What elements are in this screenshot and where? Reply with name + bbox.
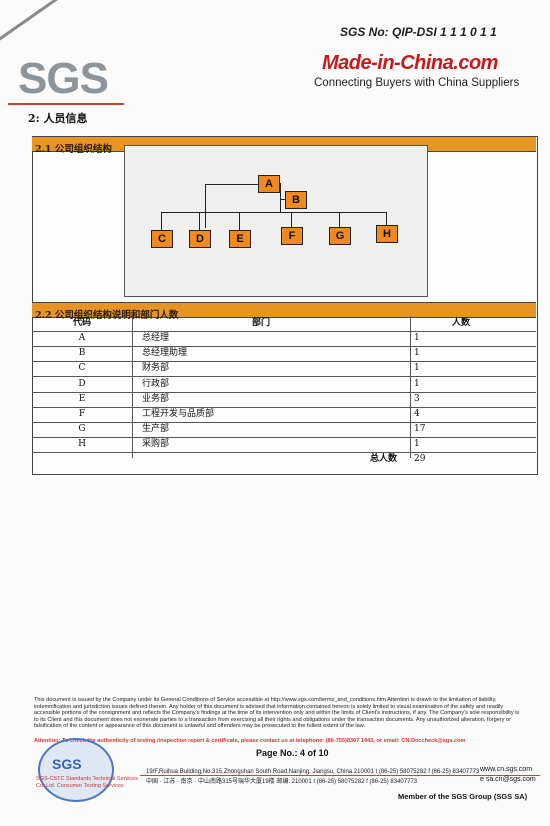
row-code: H [78, 439, 86, 450]
sgs-logo: SGS [18, 54, 109, 103]
table-row: E 业务部 3 [32, 392, 536, 408]
website-link[interactable]: www.cn.sgs.com [480, 766, 533, 773]
org-node-f: F [281, 227, 303, 245]
org-line [239, 212, 240, 232]
row-code: G [78, 424, 86, 435]
footer-attention: Attention: To check the authenticity of … [34, 738, 466, 744]
table-header-row: 代码 部门 人数 [32, 316, 536, 332]
subsection-title-table: 2.2 公司组织结构说明和部门人数 [35, 310, 179, 321]
table-row: H 采购部 1 [32, 437, 536, 454]
row-department: 工程开发与品质部 [142, 409, 215, 419]
subsection-title-org: 2.1 公司组织结构 [35, 144, 112, 155]
table-row: C 财务部 1 [32, 361, 536, 378]
page-number: Page No.: 4 of 10 [256, 748, 329, 758]
address-english: 19/F,Ruihua Building,No.315,Zhongshan So… [146, 769, 480, 775]
org-line [291, 212, 292, 232]
org-node-d: D [189, 230, 211, 248]
org-line [339, 212, 340, 232]
member-statement: Member of the SGS Group (SGS SA) [398, 792, 528, 801]
stamp-logo: SGS [52, 756, 82, 772]
row-headcount: 1 [414, 363, 420, 374]
row-code: A [78, 333, 86, 343]
made-in-china-logo: Made-in-China.com [322, 52, 498, 74]
org-chart: A B C D E F G H [124, 145, 428, 297]
row-department: 行政部 [142, 378, 170, 389]
row-code: B [78, 348, 86, 359]
sgs-stamp [38, 738, 114, 802]
made-in-china-tagline: Connecting Buyers with China Suppliers [314, 77, 520, 89]
row-code: C [78, 363, 86, 374]
org-node-b: B [285, 191, 307, 209]
row-department: 生产部 [142, 424, 170, 435]
corner-stripe [0, 0, 68, 48]
total-row: 总人数 29 [32, 452, 536, 467]
row-headcount: 1 [414, 378, 420, 389]
row-headcount: 3 [414, 393, 420, 404]
row-department: 业务部 [142, 393, 170, 404]
row-code: D [78, 378, 86, 389]
org-line [386, 212, 387, 232]
org-line [205, 184, 206, 228]
header-num: 人数 [452, 318, 471, 328]
footer-address: 19/F,Ruihua Building,No.315,Zhongshan So… [146, 767, 479, 787]
address-chinese: 中国 · 江苏 · 南京 · 中山南路315号瑞华大厦19楼 邮编: 21000… [146, 779, 418, 785]
row-headcount: 1 [414, 439, 420, 450]
table-row: D 行政部 1 [32, 377, 536, 393]
logo-underline [8, 103, 124, 105]
email-link[interactable]: e sa.cn@sgs.com [480, 776, 536, 783]
org-line [161, 212, 162, 232]
subsection-header-table: 2.2 公司组织结构说明和部门人数 [32, 302, 536, 321]
row-headcount: 17 [414, 424, 426, 435]
footer-disclaimer: This document is issued by the Company u… [34, 697, 520, 730]
total-value: 29 [414, 454, 426, 464]
footer-contact: www.cn.sgs.com e sa.cn@sgs.com [480, 765, 536, 785]
org-node-e: E [229, 230, 251, 248]
report-number: SGS No: QIP-DSI 1 1 1 0 1 1 [340, 25, 497, 39]
row-department: 总经理助理 [142, 348, 188, 359]
org-line [199, 212, 200, 232]
footer-divider [140, 775, 540, 776]
table-row: B 总经理助理 1 [32, 346, 536, 363]
column-divider [132, 316, 133, 458]
row-headcount: 1 [414, 348, 420, 359]
total-label: 总人数 [370, 454, 398, 464]
column-divider [410, 316, 411, 458]
org-line [280, 199, 281, 213]
row-code: F [78, 409, 86, 419]
org-node-a: A [258, 175, 280, 193]
row-department: 总经理 [142, 333, 170, 343]
header-dept: 部门 [252, 318, 271, 328]
row-headcount: 4 [414, 409, 420, 419]
org-line [280, 183, 281, 199]
row-code: E [78, 393, 86, 404]
section-title: 2: 人员信息 [28, 112, 88, 125]
row-headcount: 1 [414, 333, 420, 343]
org-line [161, 212, 386, 213]
stamp-company: SGS-CSTC Standards Technical Services Co… [36, 776, 138, 789]
org-node-g: G [329, 227, 351, 245]
header-code: 代码 [72, 318, 91, 328]
org-line [205, 184, 281, 185]
row-department: 采购部 [142, 439, 170, 450]
org-node-h: H [376, 225, 398, 243]
table-row: A 总经理 1 [32, 331, 536, 347]
row-department: 财务部 [142, 363, 170, 374]
table-row: F 工程开发与品质部 4 [32, 407, 536, 423]
table-row: G 生产部 17 [32, 422, 536, 439]
org-node-c: C [151, 230, 173, 248]
